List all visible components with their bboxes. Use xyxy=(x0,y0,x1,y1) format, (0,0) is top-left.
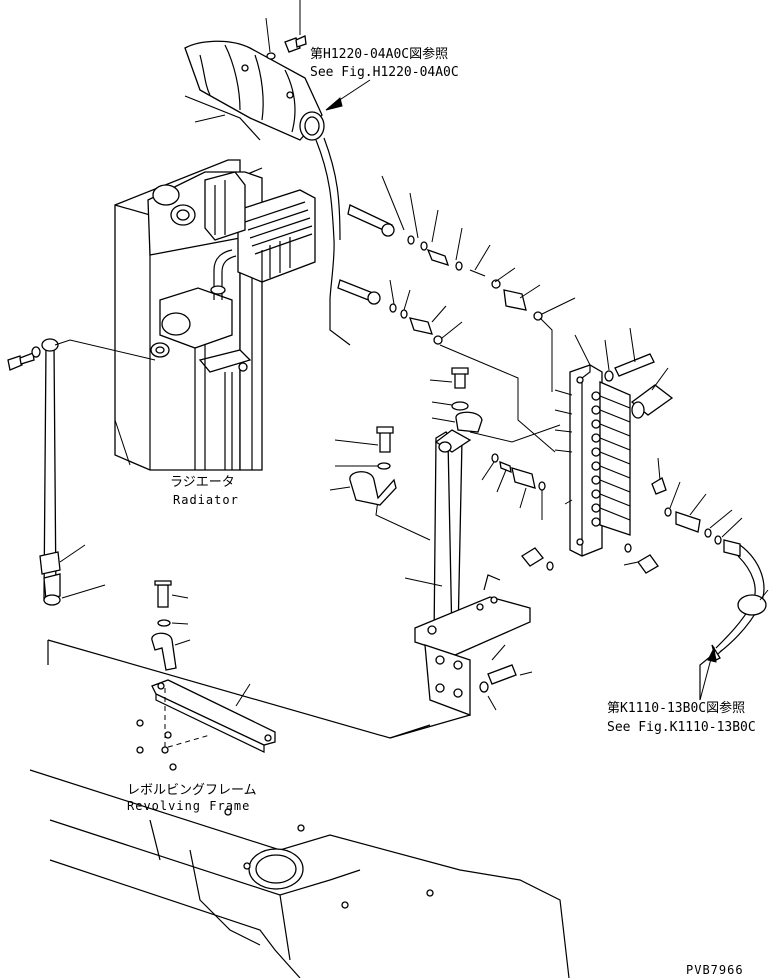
radiator-stay-rod xyxy=(7,338,156,606)
reference-right-jp: 第K1110-13B0C図参照 xyxy=(607,700,745,716)
reference-top-en: See Fig.H1220-04A0C xyxy=(310,65,459,80)
radiator-label-en: Radiator xyxy=(173,493,239,507)
fittings-mid xyxy=(481,453,667,574)
pipe-support-stand xyxy=(375,367,561,739)
fitting-set-lower xyxy=(337,279,556,453)
radiator xyxy=(114,159,316,471)
revolving-frame-label-en: Revolving Frame xyxy=(127,799,250,813)
callout-arrows xyxy=(325,79,717,701)
frame-bracket xyxy=(151,580,276,753)
clamp-and-tube xyxy=(184,0,351,346)
reference-right-en: See Fig.K1110-13B0C xyxy=(607,720,756,735)
fitting-set-upper xyxy=(347,175,576,321)
manifold-block xyxy=(554,327,674,557)
hose-right xyxy=(664,481,769,700)
clamp-bolt-center xyxy=(329,426,397,506)
revolving-frame xyxy=(29,639,570,978)
drawing-number: PVB7966 xyxy=(686,963,744,977)
radiator-label-jp: ラジエータ xyxy=(170,475,235,490)
revolving-frame-label-jp: レボルビングフレーム xyxy=(127,783,257,798)
reference-top-jp: 第H1220-04A0C図参照 xyxy=(310,46,448,62)
